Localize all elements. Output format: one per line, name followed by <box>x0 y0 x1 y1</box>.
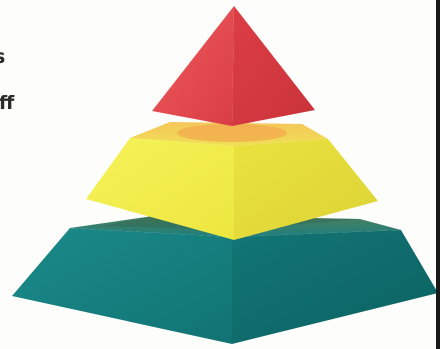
bottom-tier-left-face <box>12 228 232 344</box>
right-edge-border <box>436 0 440 349</box>
top-tier-right-face <box>232 6 315 126</box>
middle-tier-top-glow <box>177 124 287 142</box>
bottom-tier-right-face <box>232 230 438 344</box>
top-tier-left-face <box>152 6 234 126</box>
pyramid-tier-top <box>152 6 315 126</box>
